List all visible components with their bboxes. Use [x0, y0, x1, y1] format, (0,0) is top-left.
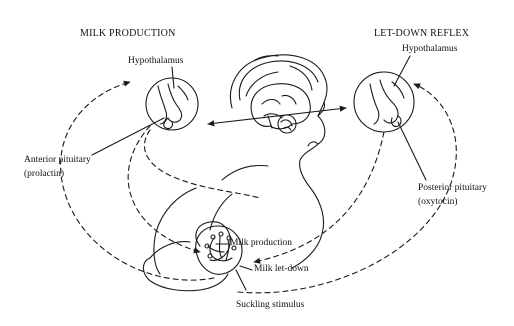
pituitary-link-arrow	[208, 108, 346, 124]
label-suckling-stimulus: Suckling stimulus	[236, 300, 304, 311]
mother-back	[222, 166, 268, 180]
leader-anterior	[92, 118, 164, 155]
posterior-pituitary-inset	[354, 72, 414, 132]
suckling-to-hypothalamus-path-left	[61, 82, 214, 280]
mother-head-outline	[230, 55, 327, 268]
label-anterior-pituitary: Anterior pituitary	[24, 155, 91, 166]
hypothalamus-local-path	[144, 130, 260, 198]
heading-milk-production: MILK PRODUCTION	[80, 28, 176, 39]
leader-milk-letdown	[240, 266, 252, 270]
prolactin-to-breast-path	[128, 126, 200, 252]
leader-posterior	[398, 122, 426, 180]
mother-arm	[154, 188, 232, 274]
label-prolactin: (prolactin)	[24, 169, 64, 180]
label-milk-letdown: Milk let-down	[254, 264, 309, 275]
label-hypothalamus-right: Hypothalamus	[402, 44, 457, 55]
label-milk-production: Milk production	[230, 238, 292, 249]
heading-let-down-reflex: LET-DOWN REFLEX	[374, 28, 469, 39]
label-posterior-pituitary: Posterior pituitary	[418, 183, 487, 194]
label-hypothalamus-left: Hypothalamus	[128, 56, 183, 67]
leader-hypothalamus-right	[394, 56, 410, 86]
label-oxytocin: (oxytocin)	[418, 197, 458, 208]
leader-suckling	[236, 270, 246, 290]
